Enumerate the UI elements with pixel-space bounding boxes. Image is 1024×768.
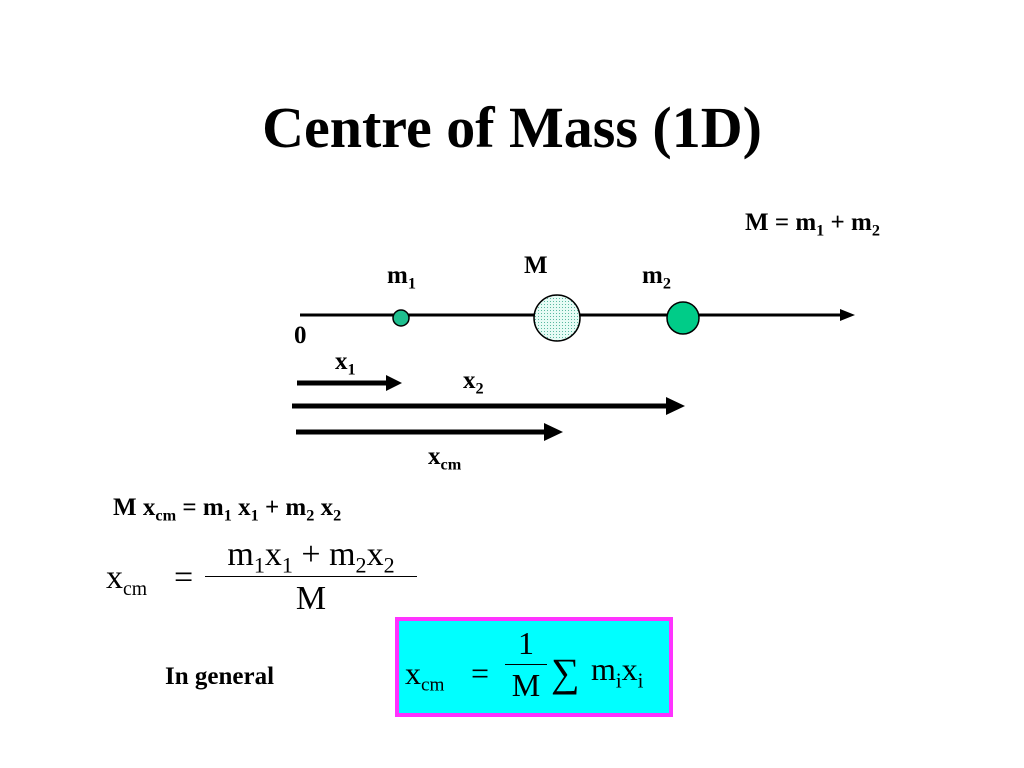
summation-symbol: ∑ xyxy=(551,650,580,695)
general-sum-term: mixi xyxy=(591,651,644,693)
general-label: In general xyxy=(165,663,275,690)
general-fraction-numerator: 1 xyxy=(518,625,534,661)
origin-label: 0 xyxy=(294,322,307,349)
moment-equation: M xcm = m1 x1 + m2 x2 xyxy=(113,494,342,525)
x2-arrowhead xyxy=(666,397,685,415)
total-mass-circle xyxy=(533,294,581,342)
x1-arrowhead xyxy=(386,375,402,391)
x-axis-arrowhead xyxy=(840,309,855,321)
xcm-fraction-equals: = xyxy=(174,559,194,596)
general-fraction-bar xyxy=(505,663,547,665)
general-fraction: 1 M xyxy=(505,625,547,704)
total-mass-label: M xyxy=(524,252,548,279)
mass2-dot xyxy=(666,301,700,335)
x1-label: x1 xyxy=(335,348,356,379)
x2-label: x2 xyxy=(463,367,484,398)
mass2-label: m2 xyxy=(642,262,671,293)
general-formula-box: xcm = 1 M ∑ mixi xyxy=(395,617,673,717)
xcm-fraction-lhs: xcm xyxy=(106,559,148,600)
xcm-arrowhead xyxy=(544,423,563,441)
total-mass-relation: M = m1 + m2 xyxy=(745,209,880,240)
xcm-fraction-denominator: M xyxy=(295,580,327,618)
xcm-fraction-bar xyxy=(205,576,417,578)
general-lhs: xcm xyxy=(405,655,445,696)
xcm-fraction-numerator: m1x1 + m2x2 xyxy=(227,536,395,578)
xcm-fraction: m1x1 + m2x2 M xyxy=(205,535,417,618)
xcm-label: xcm xyxy=(428,443,462,474)
slide-title: Centre of Mass (1D) xyxy=(262,95,762,160)
general-fraction-denominator: M xyxy=(511,666,541,703)
mass1-dot xyxy=(392,309,410,327)
general-equals: = xyxy=(471,655,490,691)
mass1-label: m1 xyxy=(387,262,416,293)
